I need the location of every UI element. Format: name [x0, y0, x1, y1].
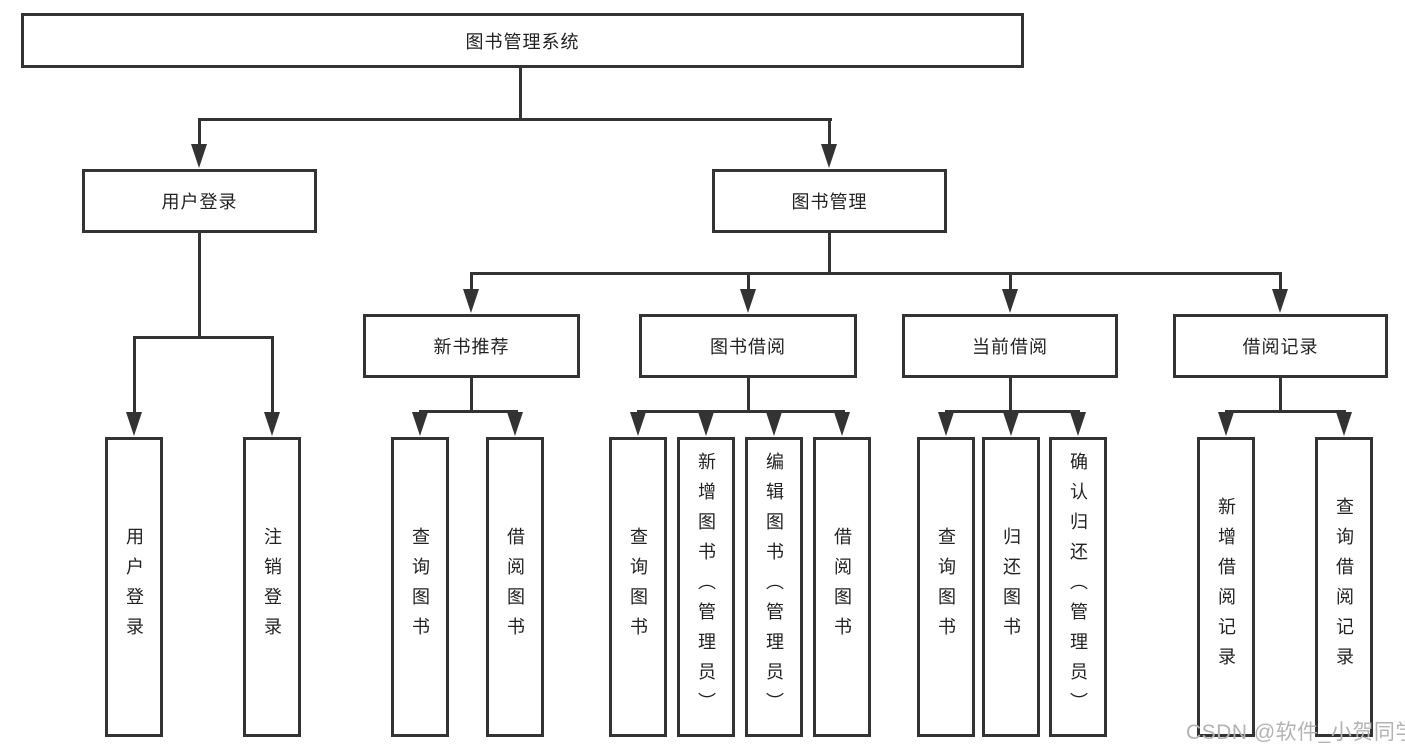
connector-line	[1009, 378, 1012, 413]
leaf-return-books: 归还图书	[982, 437, 1040, 737]
node-new-book-recommend: 新书推荐	[363, 314, 580, 378]
arrow-down-icon	[1272, 289, 1288, 313]
node-book-borrow: 图书借阅	[639, 314, 857, 378]
connector-line	[747, 378, 750, 413]
arrow-down-icon	[412, 412, 428, 436]
arrow-down-icon	[821, 144, 837, 168]
leaf-confirm-return-admin: 确认归还（管理员）	[1049, 437, 1107, 737]
connector-line	[198, 118, 201, 146]
leaf-add-borrow-record: 新增借阅记录	[1197, 437, 1255, 737]
leaf-edit-books-admin: 编辑图书（管理员）	[745, 437, 803, 737]
connector-line	[470, 272, 473, 291]
connector-line	[470, 272, 1282, 275]
arrow-down-icon	[766, 412, 782, 436]
leaf-query-books-3: 查询图书	[917, 437, 975, 737]
leaf-borrow-books-1: 借阅图书	[486, 437, 544, 737]
leaf-query-books-1: 查询图书	[391, 437, 449, 737]
node-root: 图书管理系统	[21, 13, 1024, 68]
csdn-watermark: CSDN @软件_小贺同学	[1186, 721, 1405, 744]
leaf-logout: 注销登录	[243, 437, 301, 737]
arrow-down-icon	[191, 144, 207, 168]
arrow-down-icon	[126, 412, 142, 436]
leaf-borrow-books-2: 借阅图书	[813, 437, 871, 737]
connector-line	[1279, 272, 1282, 291]
leaf-query-books-2: 查询图书	[609, 437, 667, 737]
connector-line	[828, 233, 831, 275]
arrow-down-icon	[630, 412, 646, 436]
arrow-down-icon	[1002, 289, 1018, 313]
connector-line	[271, 336, 274, 414]
node-borrow-records: 借阅记录	[1173, 314, 1388, 378]
arrow-down-icon	[834, 412, 850, 436]
arrow-down-icon	[1070, 412, 1086, 436]
connector-line	[133, 336, 274, 339]
connector-line	[470, 378, 473, 413]
connector-line	[637, 410, 845, 413]
connector-line	[1009, 272, 1012, 291]
arrow-down-icon	[698, 412, 714, 436]
leaf-user-login: 用户登录	[105, 437, 163, 737]
arrow-down-icon	[463, 289, 479, 313]
arrow-down-icon	[264, 412, 280, 436]
arrow-down-icon	[938, 412, 954, 436]
connector-line	[419, 410, 518, 413]
node-book-management: 图书管理	[712, 169, 947, 233]
arrow-down-icon	[740, 289, 756, 313]
connector-line	[747, 272, 750, 291]
leaf-add-books-admin: 新增图书（管理员）	[677, 437, 735, 737]
connector-line	[1225, 410, 1346, 413]
connector-line	[198, 233, 201, 339]
leaf-query-borrow-record: 查询借阅记录	[1315, 437, 1373, 737]
node-current-borrow: 当前借阅	[902, 314, 1118, 378]
connector-line	[1279, 378, 1282, 413]
connector-line	[133, 336, 136, 414]
node-user-login: 用户登录	[82, 169, 317, 233]
connector-line	[519, 68, 522, 119]
connector-line	[828, 118, 831, 146]
arrow-down-icon	[1218, 412, 1234, 436]
arrow-down-icon	[1003, 412, 1019, 436]
connector-line	[945, 410, 1080, 413]
arrow-down-icon	[1336, 412, 1352, 436]
connector-line	[198, 118, 832, 121]
arrow-down-icon	[507, 412, 523, 436]
